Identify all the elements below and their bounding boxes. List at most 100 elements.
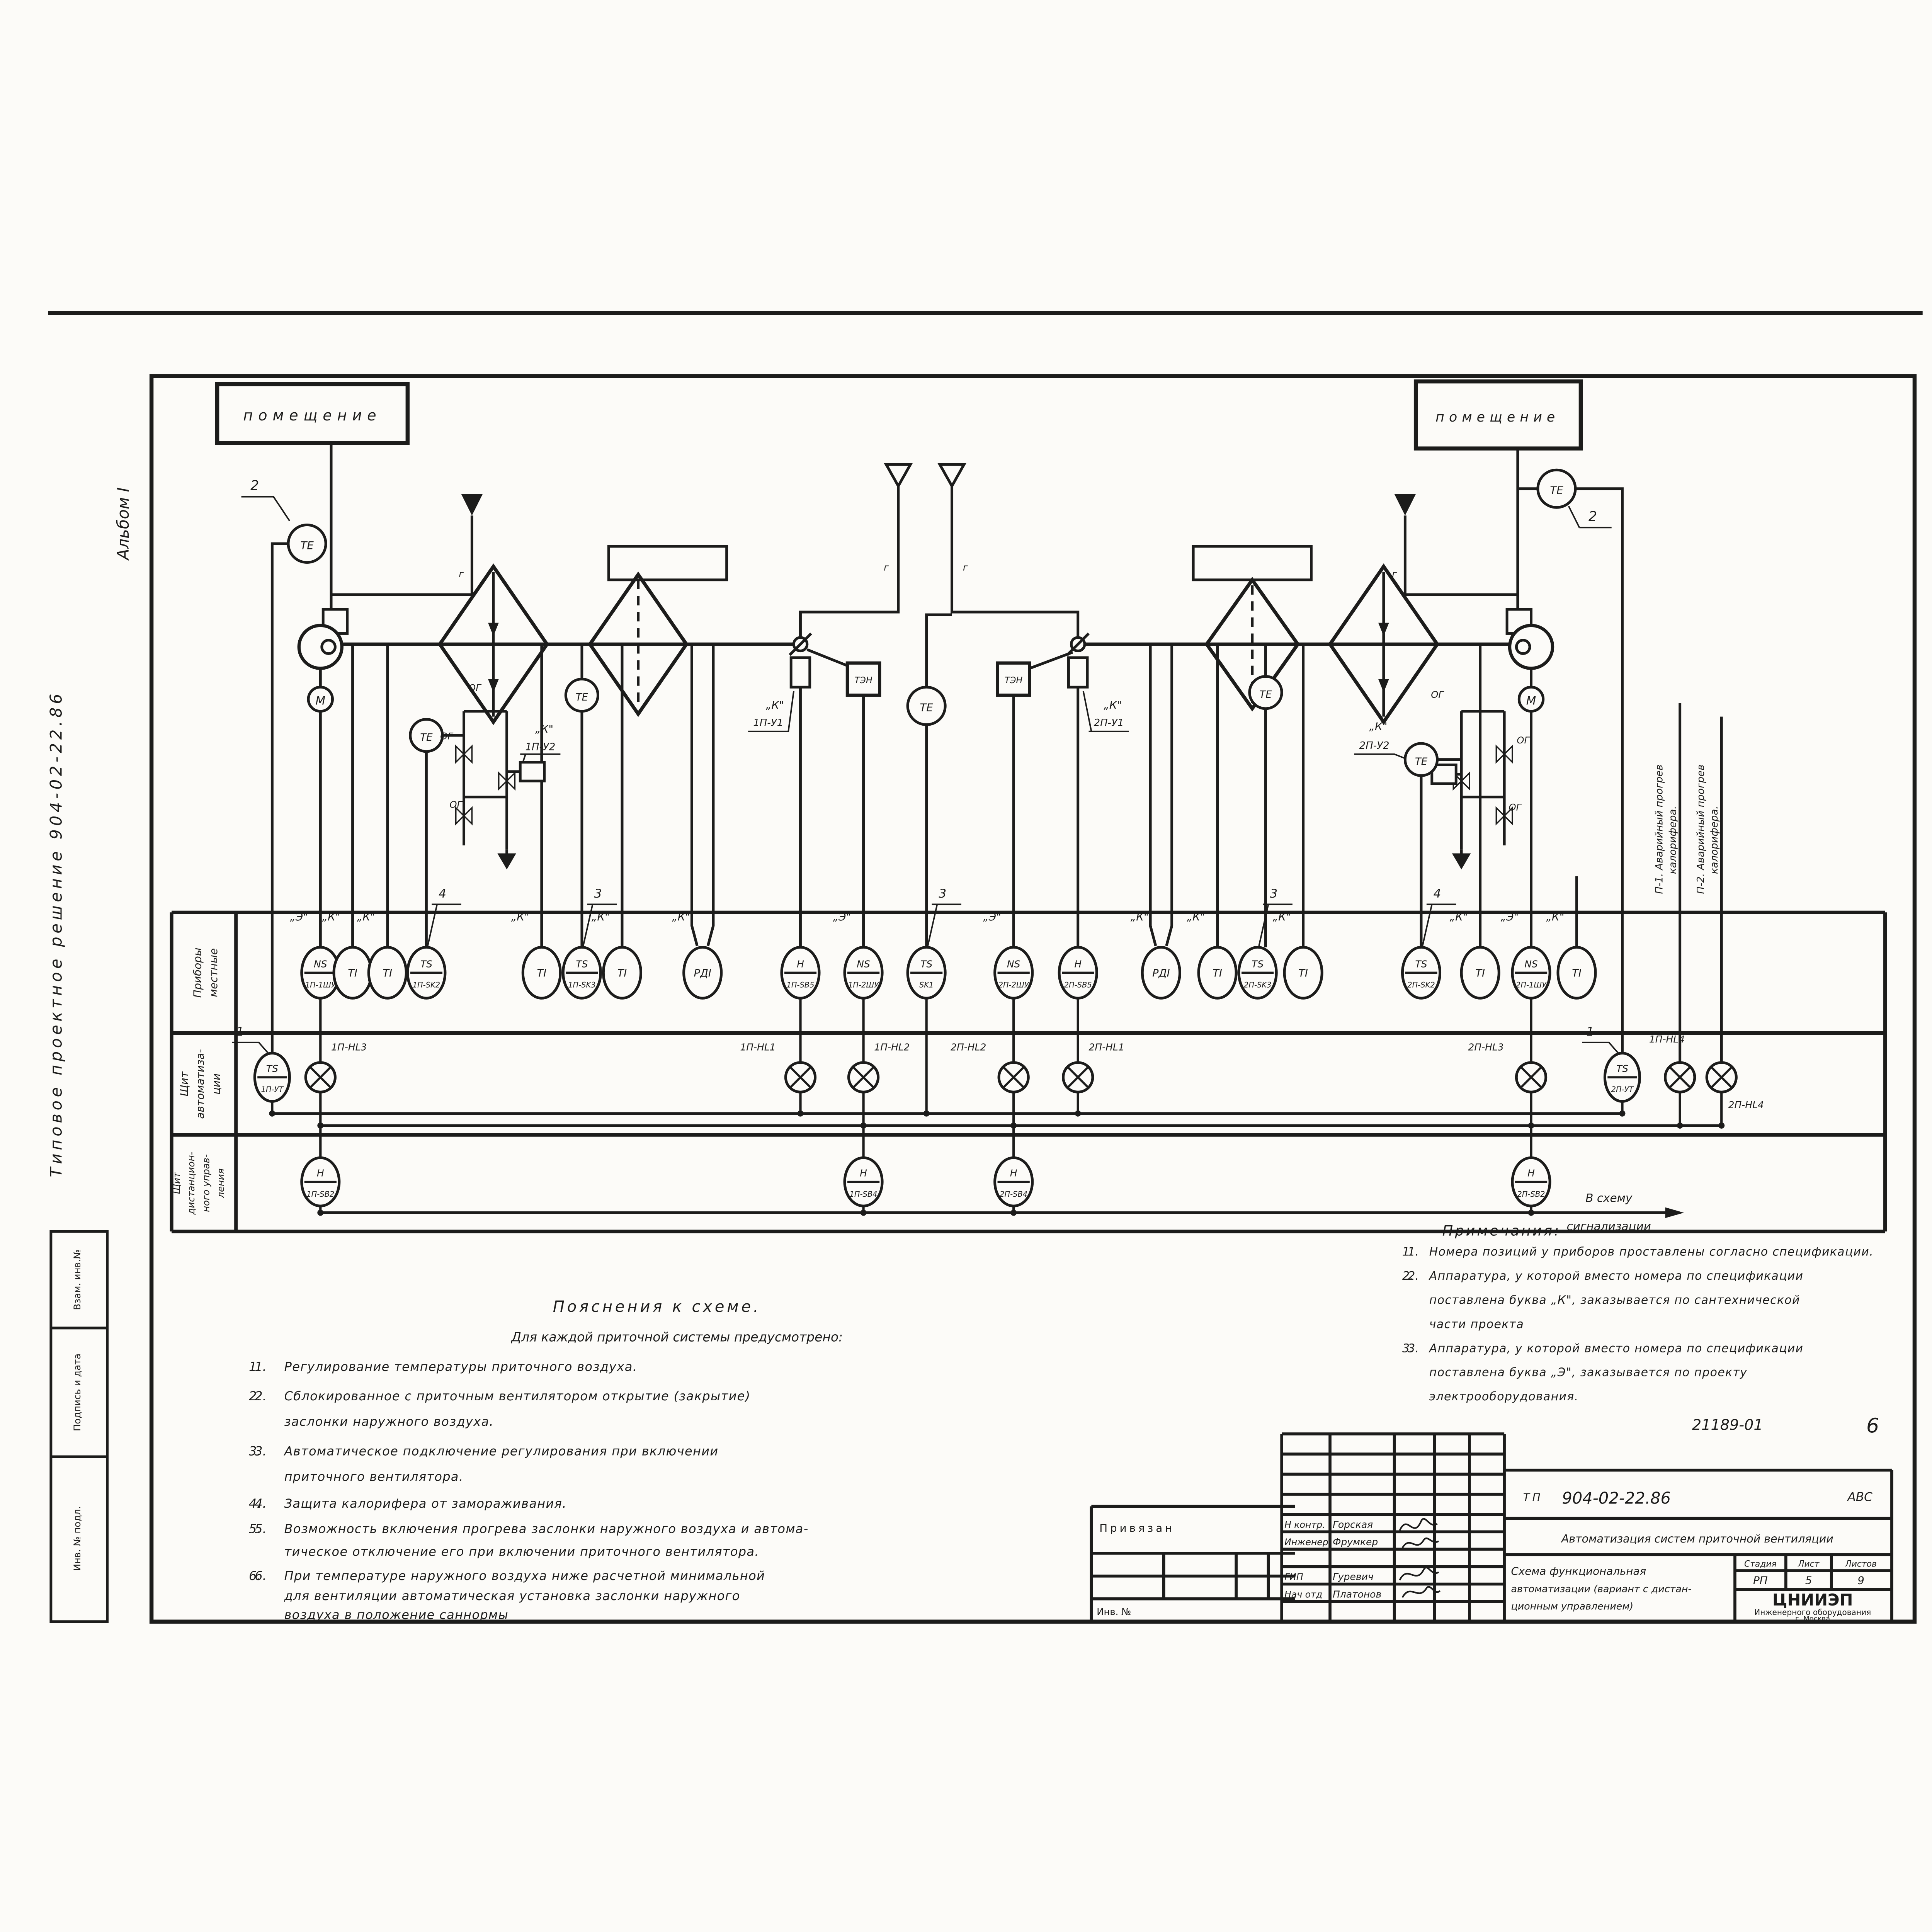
lamp-tag: 2П-HL2 (951, 1042, 986, 1053)
name-frumker: Фрумкер (1333, 1536, 1378, 1548)
signature-squiggle (1399, 1566, 1441, 1598)
ten-left-icon: ТЭН (845, 661, 881, 697)
item-number: 2. (249, 1389, 260, 1403)
list-item-number: 3. (255, 1444, 266, 1458)
junction-dot (317, 1122, 324, 1129)
instrument-local-letters: Н (1074, 958, 1082, 969)
actuator-u2-right-q: „К" (1369, 720, 1388, 733)
instrument-local-letters: TS (920, 958, 932, 969)
explanations: Пояснения к схеме. Для каждой приточной … (255, 1298, 843, 1622)
te-duct-left-icon: ТЕ (564, 677, 600, 713)
order-letter: „К" (322, 910, 340, 923)
intake-antenna-left-icon (884, 463, 913, 489)
instrument-local-letters: РДI (694, 968, 711, 980)
tp-number: 904-02-22.86 (1562, 1488, 1671, 1507)
list-item-number: 1. (1408, 1245, 1418, 1259)
instrument-local-letters: TI (1298, 968, 1308, 980)
og-label: ОГ (1509, 802, 1522, 813)
lamp-tag: 1П-HL3 (331, 1042, 367, 1053)
g-label: г (1392, 568, 1397, 580)
order-letter: „К" (511, 910, 529, 923)
instrument-remote-tag: 1П-SB2 (306, 1190, 334, 1199)
lamp-tag: 1П-HL4 (1649, 1034, 1685, 1045)
instrument-panel-letters: TS (266, 1063, 278, 1074)
instrument-local-letters: TS (1252, 958, 1264, 969)
emergency-note-p1-line1: П-1. Аварийный прогрев (1654, 765, 1665, 894)
room-box-left (215, 382, 410, 445)
bound-label: Привязан (1099, 1522, 1175, 1534)
junction-dot (923, 1110, 930, 1117)
org-name: ЦНИИЭП (1772, 1590, 1853, 1609)
band2-label: Щит (178, 1071, 190, 1096)
ten-right-label: ТЭН (1005, 675, 1023, 685)
list-item-line: Регулирование температуры приточного воз… (284, 1359, 638, 1374)
instrument-local-tag: 1П-1ШУ (305, 981, 336, 990)
ten-left-label: ТЭН (854, 675, 872, 685)
list-item-number: 2. (255, 1389, 266, 1403)
instrument-local (1283, 946, 1323, 1000)
band3-label: дистанцион- (185, 1152, 197, 1215)
te-coil-right-icon: ТЕ (1403, 742, 1439, 777)
damper-left-icon (789, 633, 812, 689)
name-platonov: Платонов (1333, 1588, 1381, 1600)
te-center-label: ТЕ (920, 701, 933, 714)
junction-dot (1528, 1122, 1534, 1129)
band3-label: ного управ- (200, 1154, 211, 1212)
motor-left-label: М (316, 694, 325, 707)
actuator-u1-left-tag: 1П-У1 (753, 717, 783, 729)
sheet-header: Лист (1798, 1559, 1820, 1569)
stage-header: Стадия (1744, 1559, 1777, 1569)
position-callout: 4 (439, 887, 446, 901)
instrument-local-letters: TI (1213, 968, 1222, 980)
order-letter: „Э" (833, 910, 851, 923)
junction-dot (1528, 1209, 1534, 1216)
list-item-line: При температуре наружного воздуха ниже р… (284, 1568, 765, 1583)
callout-2-right: 2 (1568, 506, 1612, 529)
heater-coil-left-icon (437, 563, 549, 725)
item-number: 2. (1402, 1269, 1413, 1283)
ten-right-icon: ТЭН (996, 661, 1031, 697)
og-label: ОГ (1431, 689, 1444, 700)
band3-label: Щит (171, 1172, 182, 1194)
drawing-subtitle-2: автоматизации (вариант с дистан- (1511, 1583, 1691, 1594)
actuator-u2-left-q: „К" (535, 723, 553, 735)
band3-label: ления (215, 1168, 226, 1199)
lamp-tag: 1П-HL2 (874, 1042, 910, 1053)
order-letter: „К" (1450, 910, 1468, 923)
junction-dot (317, 1209, 324, 1216)
instrument-local-letters: TI (537, 968, 547, 980)
instrument-remote-letters: Н (1527, 1168, 1535, 1179)
valve-cluster-left (455, 744, 546, 870)
instrument-local-letters: TI (383, 968, 393, 980)
system-left: помещение М ТЕ 2 (215, 382, 913, 1052)
instrument-local-tag: 2П-SB5 (1064, 981, 1092, 990)
list-item-line: Сблокированное с приточным вентилятором … (284, 1389, 751, 1403)
stamp-cell-2: Подпись и дата (71, 1354, 83, 1431)
instrument-local (1141, 946, 1181, 1000)
te-coil-right-label: ТЕ (1415, 756, 1428, 768)
fan-left-icon (297, 608, 349, 670)
instrument-local-letters: TI (617, 968, 627, 980)
instrument-local-letters: TS (576, 958, 588, 969)
position-callout: 4 (1434, 887, 1441, 901)
room-box-right (1413, 379, 1583, 451)
junction-dot (860, 1122, 867, 1129)
instrument-local-tag: 2П-SK2 (1407, 981, 1435, 990)
instrument-panel-tag: 1П-УТ (261, 1085, 284, 1094)
item-number: 6. (249, 1568, 260, 1583)
title-block: Привязан Инв. № Н контр. Горская Инженер… (1090, 1432, 1893, 1623)
band2-label: автоматиза- (194, 1049, 206, 1119)
list-item-line: поставлена буква „Э", заказывается по пр… (1429, 1366, 1747, 1379)
instrument-local-letters: TS (1415, 958, 1427, 969)
position-callout: 3 (1270, 887, 1277, 901)
emergency-note-p2-line1: П-2. Аварийный прогрев (1695, 765, 1707, 894)
notes: Примечания: Номера позиций у приборов пр… (1408, 1222, 1879, 1437)
instrument-local-letters: РДI (1152, 968, 1170, 980)
sheet-value: 5 (1805, 1574, 1812, 1587)
signal-note-line2: сигнализации (1567, 1220, 1651, 1233)
instrument-local-tag: 1П-SB5 (786, 981, 814, 990)
lamp-tag: 2П-HL4 (1728, 1099, 1764, 1111)
order-letter: „К" (1273, 910, 1291, 923)
list-item-line: тическое отключение его при включении пр… (284, 1544, 759, 1559)
